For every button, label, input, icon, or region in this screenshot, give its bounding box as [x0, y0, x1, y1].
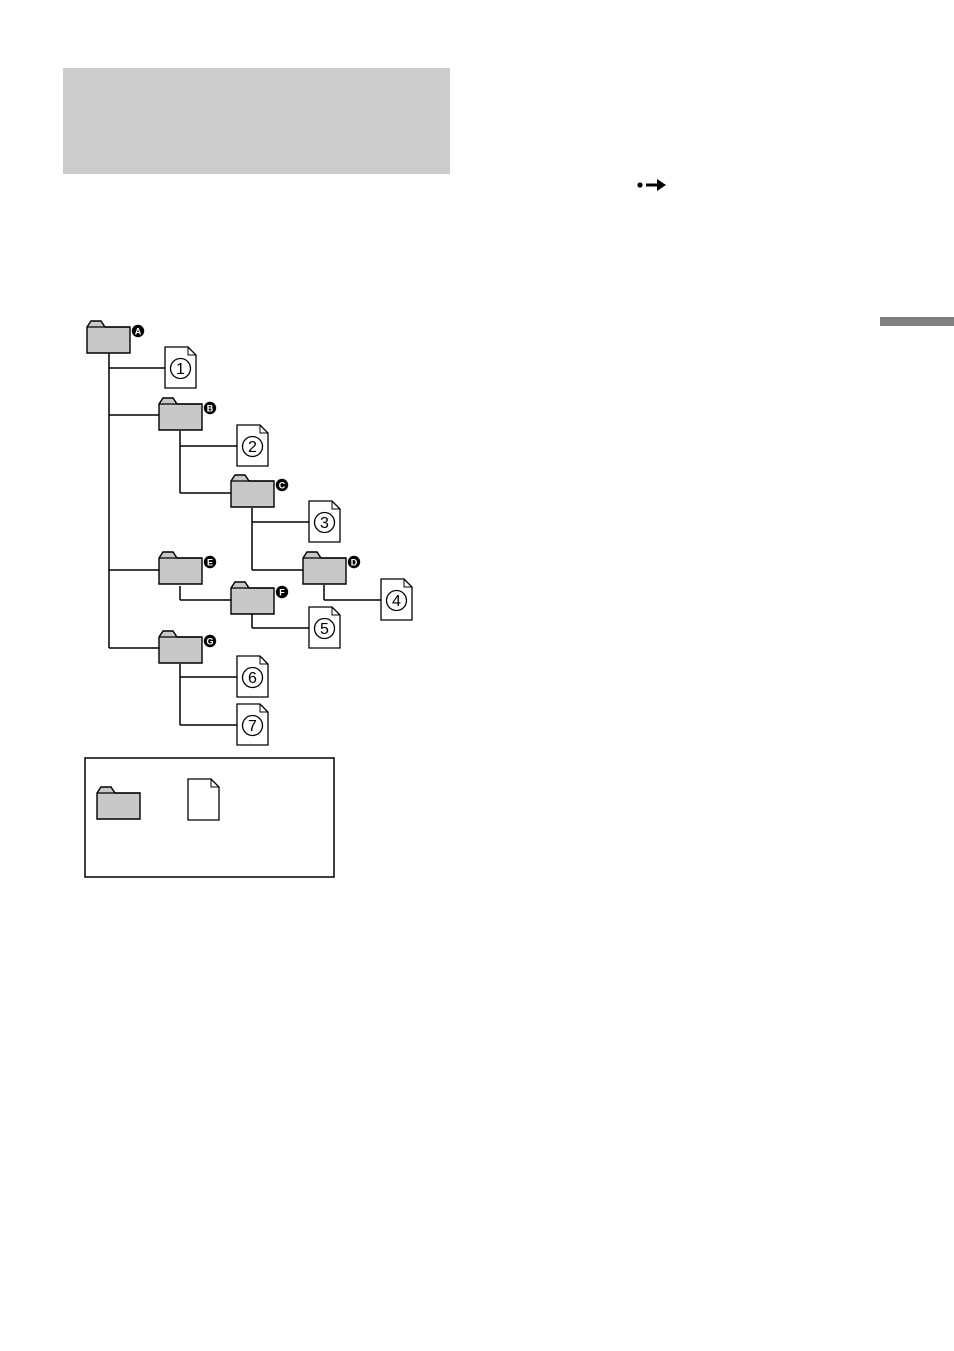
file-5-label: 5	[320, 621, 329, 638]
folder-b-badge: B	[204, 402, 216, 414]
folder-e-label: E	[207, 558, 213, 568]
folder-d-label: D	[351, 558, 358, 568]
folder-g-icon	[159, 631, 202, 663]
file-7-icon: 7	[237, 704, 268, 745]
folder-c-badge: C	[276, 479, 288, 491]
legend-file-icon	[188, 779, 219, 820]
folder-g-badge: G	[204, 635, 216, 647]
folder-f-badge: F	[276, 586, 288, 598]
folder-d-badge: D	[348, 556, 360, 568]
file-2-label: 2	[248, 439, 257, 456]
file-7-label: 7	[248, 718, 257, 735]
file-6-icon: 6	[237, 656, 268, 697]
file-3-label: 3	[320, 515, 329, 532]
file-4-icon: 4	[381, 579, 412, 620]
folder-d-icon	[303, 552, 346, 584]
file-2-icon: 2	[237, 425, 268, 466]
folder-e-badge: E	[204, 556, 216, 568]
file-1-icon: 1	[165, 347, 196, 388]
file-3-icon: 3	[309, 501, 340, 542]
folder-e-icon	[159, 552, 202, 584]
folder-b-label: B	[207, 404, 214, 414]
folder-c-label: C	[279, 481, 286, 491]
folder-c-icon	[231, 475, 274, 507]
folder-f-label: F	[279, 588, 285, 598]
folder-f-icon	[231, 582, 274, 614]
folder-a-label: A	[135, 327, 142, 337]
file-4-label: 4	[392, 593, 401, 610]
folder-a-icon	[87, 321, 130, 353]
folder-a-badge: A	[132, 325, 144, 337]
file-5-icon: 5	[309, 607, 340, 648]
file-1-label: 1	[176, 361, 185, 378]
file-6-label: 6	[248, 670, 257, 687]
folder-b-icon	[159, 398, 202, 430]
legend-box	[85, 758, 334, 877]
folder-g-label: G	[206, 637, 213, 647]
